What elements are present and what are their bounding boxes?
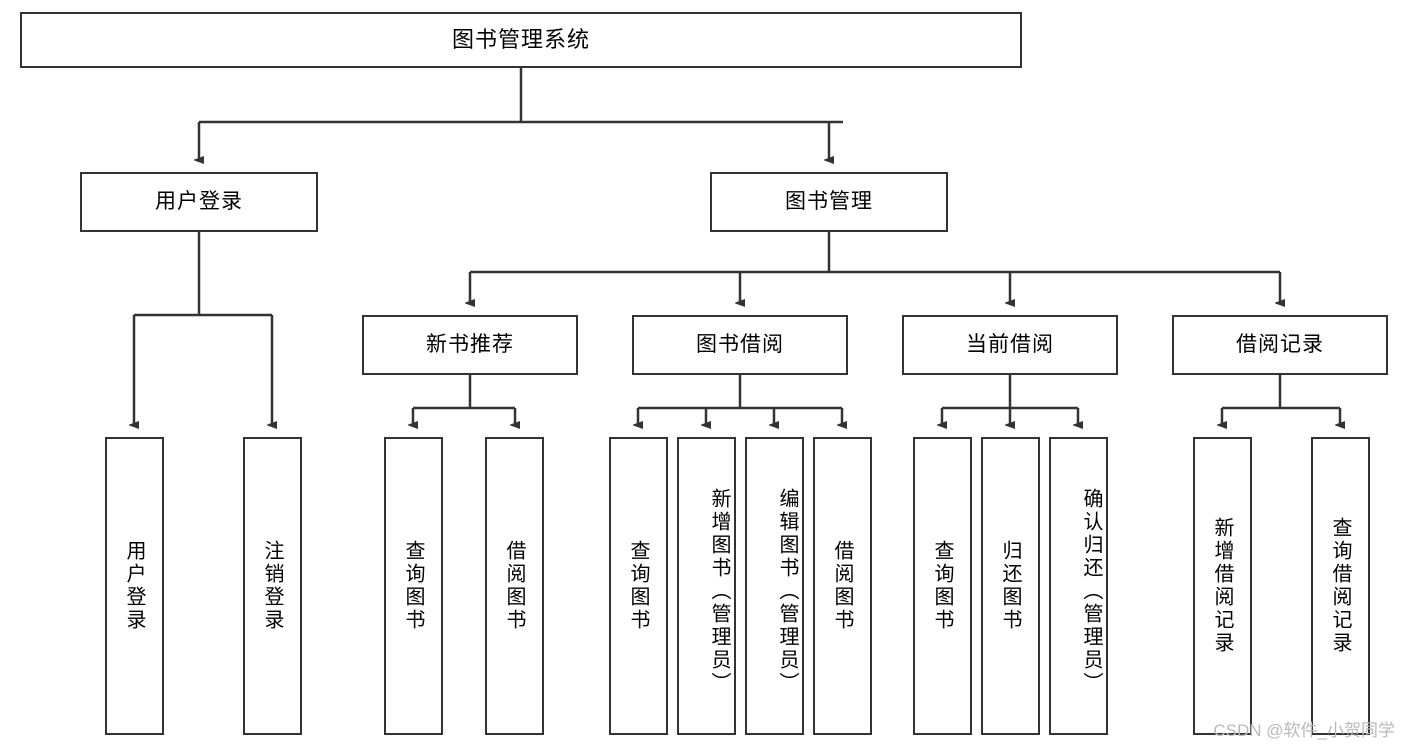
leaf-borrow-add-book-admin[interactable]: 新增图书（管理员）: [677, 437, 736, 735]
node-label: 借阅图书: [831, 540, 853, 632]
leaf-record-query-borrow-record[interactable]: 查询借阅记录: [1311, 437, 1370, 735]
node-label: 用户登录: [155, 190, 243, 214]
node-label: 新书推荐: [426, 333, 514, 357]
node-user-login[interactable]: 用户登录: [80, 172, 318, 232]
leaf-current-confirm-return-admin[interactable]: 确认归还（管理员）: [1049, 437, 1108, 735]
node-label: 查询图书: [931, 540, 953, 632]
node-new-book-recommend[interactable]: 新书推荐: [362, 315, 578, 375]
leaf-current-query-books[interactable]: 查询图书: [913, 437, 972, 735]
watermark-csdn: CSDN @软件_小贺同学: [1213, 721, 1395, 740]
node-label: 新增借阅记录: [1211, 517, 1233, 655]
node-label: 查询借阅记录: [1329, 517, 1351, 655]
node-label: 借阅图书: [503, 540, 525, 632]
node-root-book-management-system[interactable]: 图书管理系统: [20, 12, 1022, 68]
leaf-borrow-query-books[interactable]: 查询图书: [609, 437, 668, 735]
leaf-record-add-borrow-record[interactable]: 新增借阅记录: [1193, 437, 1252, 735]
node-label: 注销登录: [261, 540, 283, 632]
leaf-new-book-borrow-books[interactable]: 借阅图书: [485, 437, 544, 735]
node-label: 当前借阅: [966, 333, 1054, 357]
node-label: 图书借阅: [696, 333, 784, 357]
node-book-management[interactable]: 图书管理: [710, 172, 948, 232]
node-label: 归还图书: [999, 540, 1021, 632]
leaf-new-book-query-books[interactable]: 查询图书: [384, 437, 443, 735]
leaf-borrow-borrow-books[interactable]: 借阅图书: [813, 437, 872, 735]
node-label: 图书管理: [785, 190, 873, 214]
node-label: 用户登录: [123, 540, 145, 632]
node-book-borrow[interactable]: 图书借阅: [632, 315, 848, 375]
node-label: 查询图书: [627, 540, 649, 632]
node-label: 图书管理系统: [451, 26, 590, 52]
leaf-user-login-logout[interactable]: 注销登录: [243, 437, 302, 735]
leaf-current-return-books[interactable]: 归还图书: [981, 437, 1040, 735]
node-current-borrow[interactable]: 当前借阅: [902, 315, 1118, 375]
node-label: 借阅记录: [1236, 333, 1324, 357]
node-label: 查询图书: [402, 540, 424, 632]
node-borrow-record[interactable]: 借阅记录: [1172, 315, 1388, 375]
leaf-borrow-edit-book-admin[interactable]: 编辑图书（管理员）: [745, 437, 804, 735]
node-label: 编辑图书（管理员）: [776, 487, 798, 695]
node-label: 新增图书（管理员）: [708, 487, 730, 695]
node-label: 确认归还（管理员）: [1080, 487, 1102, 695]
leaf-user-login-login[interactable]: 用户登录: [105, 437, 164, 735]
